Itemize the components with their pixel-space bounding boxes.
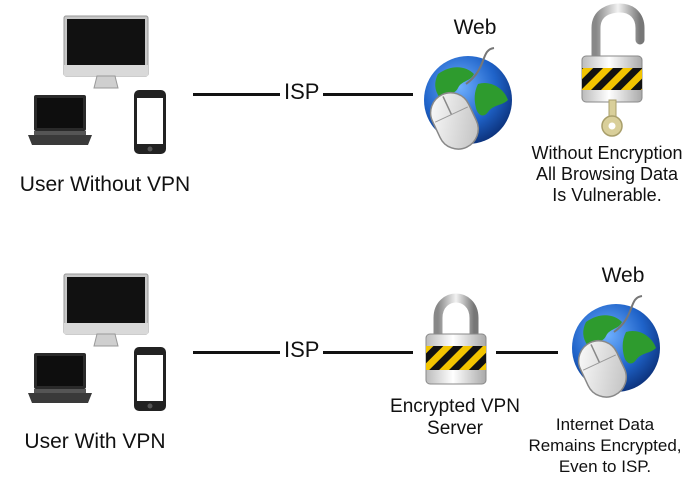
closed-padlock-icon bbox=[425, 293, 487, 385]
isp-label-top: ISP bbox=[280, 80, 324, 104]
imac-icon bbox=[63, 15, 149, 89]
laptop-icon bbox=[28, 95, 92, 145]
globe-icon bbox=[572, 295, 660, 398]
note-line-1: Internet Data bbox=[555, 415, 655, 434]
globe-icon bbox=[424, 47, 512, 150]
laptop-icon bbox=[28, 353, 92, 403]
user-with-vpn-label: User With VPN bbox=[24, 430, 166, 453]
vpn-server-line-2: Server bbox=[427, 418, 483, 439]
encryption-note: Internet Data Remains Encrypted, Even to… bbox=[508, 414, 700, 477]
web-label-bottom: Web bbox=[601, 264, 645, 287]
warning-line-1: Without Encryption bbox=[531, 143, 683, 163]
warning-line-2: All Browsing Data bbox=[535, 164, 679, 184]
web-label-top: Web bbox=[453, 16, 497, 39]
open-padlock-icon bbox=[581, 3, 645, 137]
smartphone-icon bbox=[134, 90, 166, 154]
isp-label-bottom: ISP bbox=[280, 338, 324, 362]
vpn-server-line-1: Encrypted VPN bbox=[390, 396, 520, 417]
note-line-2: Remains Encrypted, bbox=[528, 436, 682, 455]
note-line-3: Even to ISP. bbox=[558, 457, 652, 476]
smartphone-icon bbox=[134, 347, 166, 411]
key-icon bbox=[601, 99, 623, 137]
vpn-server-label: Encrypted VPN Server bbox=[380, 396, 530, 440]
user-without-vpn-label: User Without VPN bbox=[19, 173, 191, 196]
warning-line-3: Is Vulnerable. bbox=[552, 185, 662, 205]
mouse-icon bbox=[429, 91, 479, 150]
vulnerability-warning: Without Encryption All Browsing Data Is … bbox=[512, 143, 700, 206]
imac-icon bbox=[63, 273, 149, 347]
server-to-web-line bbox=[496, 351, 558, 354]
mouse-icon bbox=[577, 339, 627, 398]
